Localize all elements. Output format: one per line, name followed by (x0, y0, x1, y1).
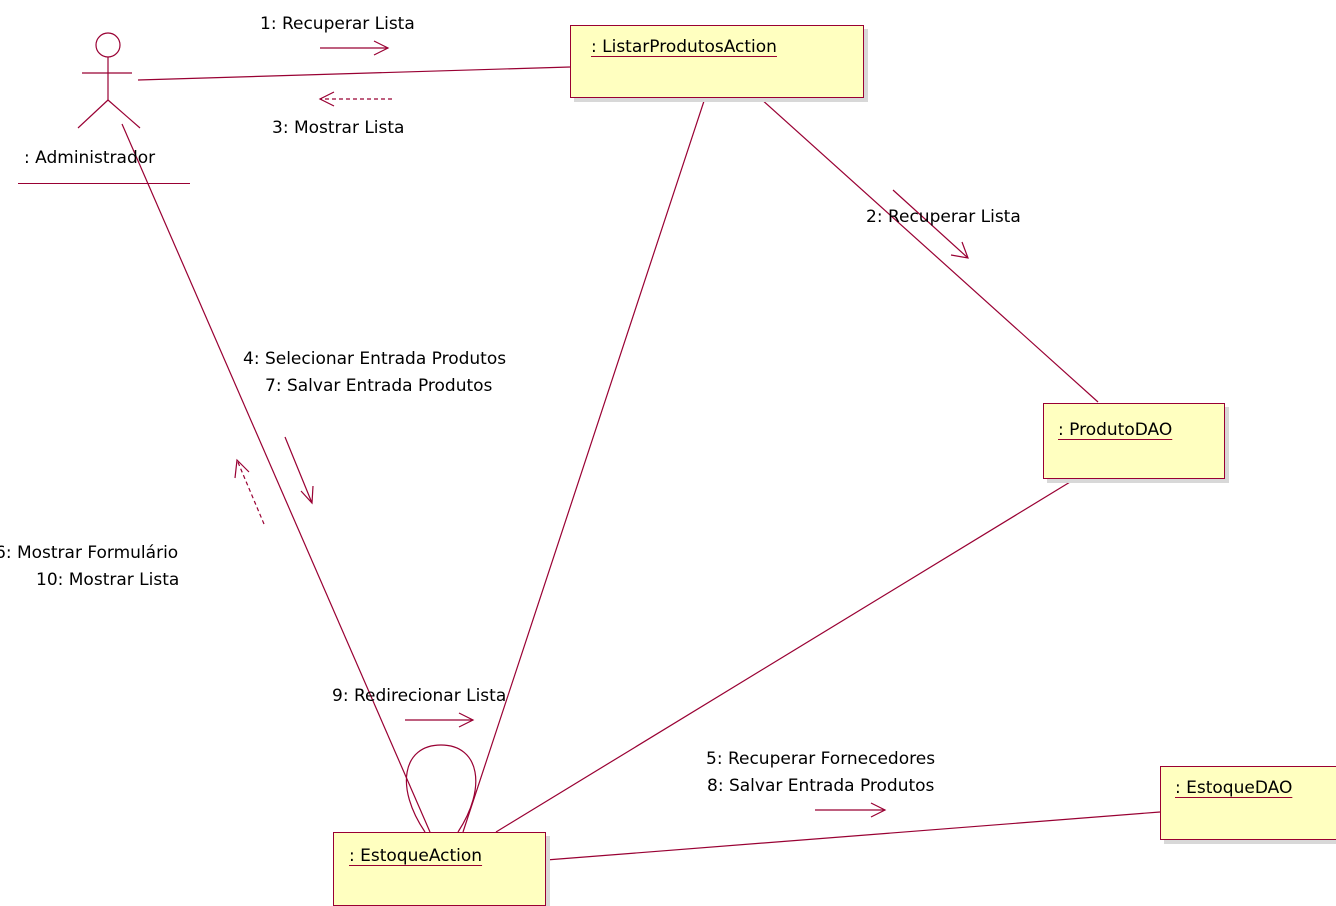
arrow-message-2 (892, 189, 969, 259)
link-listarprodutosaction-estoqueaction (462, 97, 706, 833)
object-estoquedao[interactable]: : EstoqueDAO (1160, 766, 1336, 840)
message-label-2: 2: Recuperar Lista (866, 207, 1021, 227)
object-estoqueaction[interactable]: : EstoqueAction (333, 832, 546, 906)
object-produtodao[interactable]: : ProdutoDAO (1043, 403, 1225, 479)
arrow-message-4-7 (284, 436, 314, 505)
arrow-message-3 (318, 91, 392, 107)
message-label-4: 4: Selecionar Entrada Produtos (243, 349, 507, 369)
object-listarprodutosaction[interactable]: : ListarProdutosAction (570, 25, 864, 98)
object-estoquedao-label: : EstoqueDAO (1175, 778, 1293, 798)
arrow-message-1 (320, 40, 390, 56)
arrow-message-9 (405, 712, 475, 728)
link-listarprodutosaction-produtodao (759, 97, 1099, 403)
message-label-8: 8: Salvar Entrada Produtos (707, 776, 935, 796)
link-estoqueaction-estoquedao (545, 811, 1161, 861)
actor-name-underline (18, 183, 190, 184)
self-link-estoqueaction (405, 744, 477, 833)
object-estoqueaction-label: : EstoqueAction (349, 846, 483, 866)
arrow-message-5-8 (815, 802, 887, 818)
message-label-6: 6: Mostrar Formulário (0, 543, 179, 563)
object-produtodao-label: : ProdutoDAO (1058, 420, 1173, 440)
actor-name-administrador: : Administrador (24, 148, 156, 168)
arrow-message-6-10 (234, 458, 265, 525)
message-label-7: 7: Salvar Entrada Produtos (265, 376, 493, 396)
link-produtodao-estoqueaction (495, 478, 1076, 833)
link-administrador-listarprodutosaction (137, 66, 571, 81)
message-label-3: 3: Mostrar Lista (272, 118, 405, 138)
message-label-1: 1: Recuperar Lista (260, 14, 415, 34)
object-listarprodutosaction-label: : ListarProdutosAction (591, 37, 777, 57)
message-label-9: 9: Redirecionar Lista (332, 686, 507, 706)
link-administrador-estoqueaction (121, 123, 431, 833)
message-label-5: 5: Recuperar Fornecedores (706, 749, 936, 769)
stick-figure-actor-icon (77, 32, 141, 129)
message-label-10: 10: Mostrar Lista (36, 570, 180, 590)
